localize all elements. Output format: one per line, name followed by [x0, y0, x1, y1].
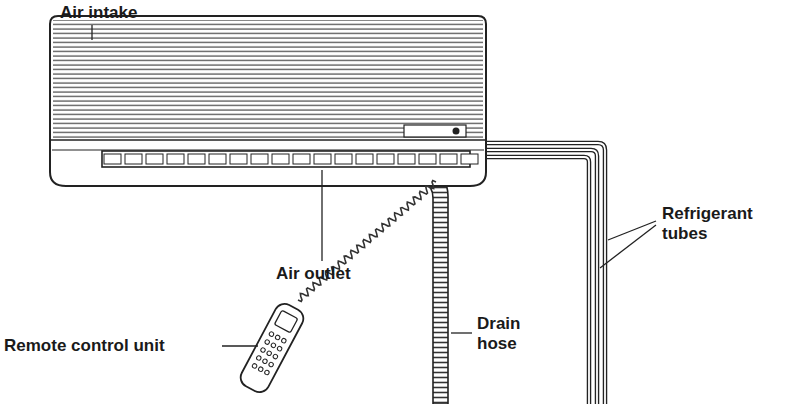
part-label: Refrigerant tubes — [662, 204, 777, 244]
part-label: Air outlet — [276, 264, 351, 284]
air-outlet-vent — [102, 151, 470, 167]
part-label: Remote control unit — [4, 336, 165, 356]
remote-control — [237, 300, 307, 395]
indicator-dot — [453, 128, 460, 135]
indoor-unit — [50, 16, 486, 186]
refrigerant-tubes — [484, 143, 605, 404]
infrared-signal — [298, 181, 436, 302]
part-label: Air intake — [60, 3, 137, 23]
part-label: Drain hose — [477, 314, 537, 354]
leader-lines — [92, 25, 656, 346]
outlet-slats — [104, 154, 478, 164]
display-panel — [404, 125, 466, 137]
drain-hose — [424, 174, 448, 404]
